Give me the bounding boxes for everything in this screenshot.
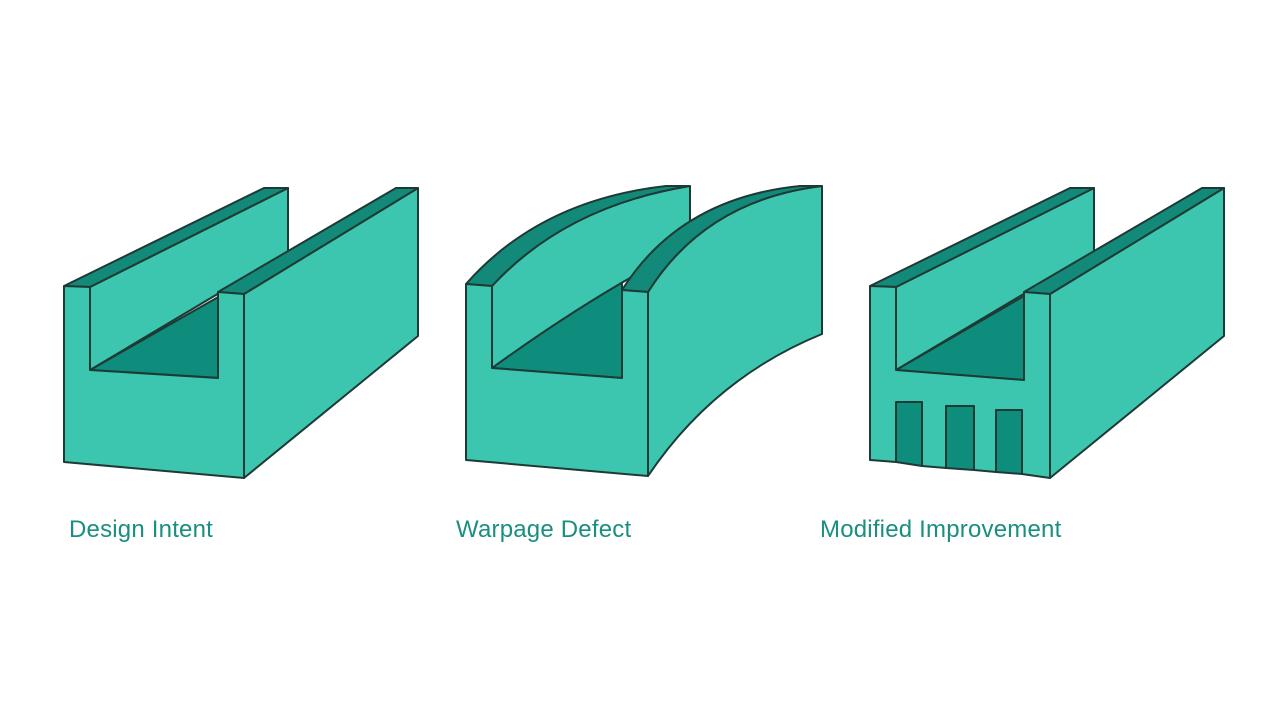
modified-improvement-channel xyxy=(869,187,1225,479)
warpage-defect-right-wall-top xyxy=(621,185,823,293)
modified-improvement-front-face xyxy=(869,285,1051,479)
design-intent-front-face xyxy=(63,285,245,479)
design-intent-caption: Design Intent xyxy=(69,516,214,543)
modified-improvement-caption: Modified Improvement xyxy=(820,516,1062,543)
warpage-defect-channel xyxy=(465,185,823,477)
modified-improvement-rib-slot-3 xyxy=(995,409,1023,475)
warpage-defect-caption: Warpage Defect xyxy=(456,516,632,543)
warpage-defect-left-wall-top xyxy=(465,185,691,287)
modified-improvement-rib-slot-1 xyxy=(895,401,923,467)
design-intent-channel xyxy=(63,187,419,479)
modified-improvement-rib-slot-2 xyxy=(945,405,975,471)
warpage-defect-front-face xyxy=(465,283,649,477)
